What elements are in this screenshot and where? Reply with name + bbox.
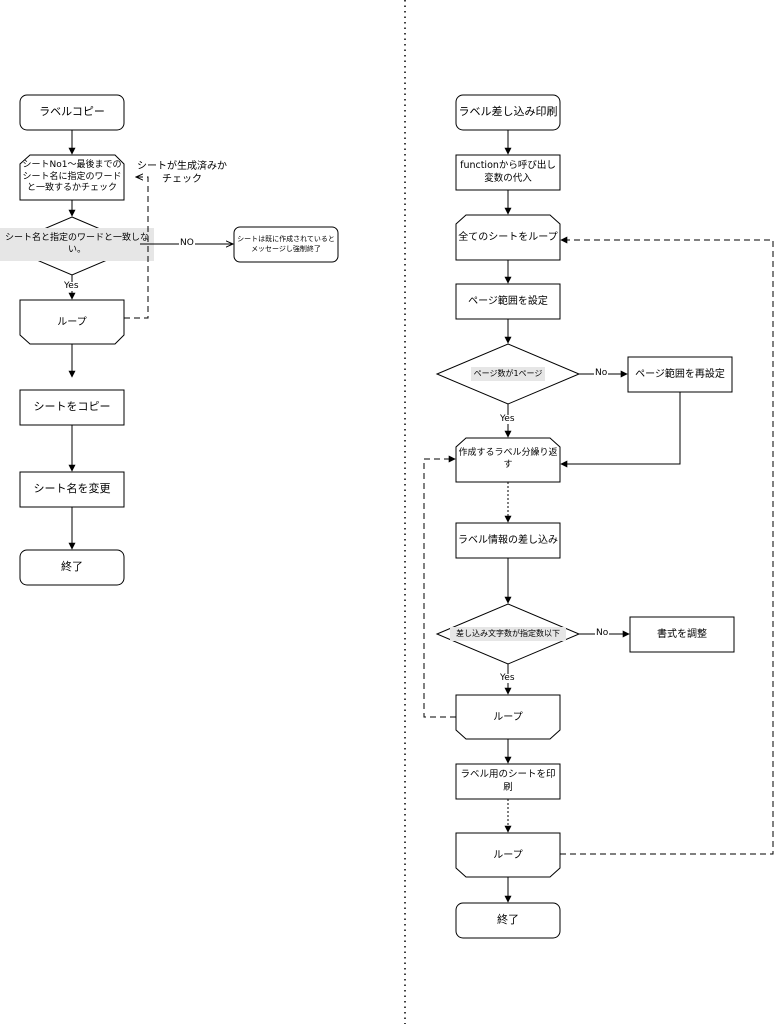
right-reset-range-label: ページ範囲を再設定 [635, 369, 725, 380]
right-no2-edge-label: No [595, 628, 610, 638]
left-decision-label: シート名と指定のワードと一致しない。 [4, 232, 149, 255]
left-side-note: シートが生成済みかチェック [137, 161, 227, 185]
right-loop-end2-label: ループ [493, 849, 523, 861]
right-print-node [455, 763, 561, 800]
right-loop-end1-node [455, 694, 561, 740]
edge-right-reset-merge [560, 392, 681, 468]
right-assign-node [455, 154, 561, 191]
right-insert-node [455, 522, 561, 559]
right-reset-range-node [627, 356, 733, 393]
right-loop-labels-label: 作成するラベル分繰り返す [458, 448, 558, 470]
right-loop-sheets-node [455, 214, 561, 261]
left-yes-edge-label: Yes [63, 281, 80, 291]
right-decision-chars-label: 差し込み文字数が指定数以下 [456, 628, 560, 638]
right-format-label: 書式を調整 [657, 629, 707, 640]
left-decision-highlight [0, 228, 154, 261]
right-end-node [455, 902, 561, 939]
right-yes1-edge-label: Yes [499, 414, 516, 424]
left-loop-end-label: ループ [57, 316, 87, 328]
right-end-label: 終了 [497, 913, 519, 927]
right-decision-pages-label: ページ数が1ページ [473, 368, 543, 378]
left-end-node [19, 549, 125, 586]
right-yes2-edge-label: Yes [499, 673, 516, 683]
left-loop-start-label: シートNo1～最後までのシート名に指定のワードと一致するかチェック [22, 159, 122, 194]
right-no1-edge-label: No [594, 368, 609, 378]
left-loop-start-node [19, 154, 125, 201]
left-no-edge-label: NO [179, 238, 195, 248]
right-loop-end2-node [455, 832, 561, 878]
left-no-box [233, 226, 339, 263]
right-insert-label: ラベル情報の差し込み [458, 535, 558, 546]
left-no-box-label: シートは既に作成されているとメッセージし強制終了 [237, 235, 335, 253]
edge-right-loop-back-outer [560, 236, 774, 855]
right-loop-end1-label: ループ [493, 711, 523, 723]
right-start-label: ラベル差し込み印刷 [458, 105, 558, 119]
right-page-range-label: ページ範囲を設定 [468, 296, 548, 307]
left-start-label: ラベルコピー [39, 105, 105, 119]
left-rename-node [19, 471, 125, 508]
right-page-range-node [455, 283, 561, 320]
right-decision-chars-highlight [450, 627, 566, 641]
right-print-label: ラベル用のシートを印刷 [460, 769, 556, 793]
right-assign-label: functionから呼び出し変数の代入 [460, 160, 556, 184]
right-format-node [629, 616, 735, 653]
right-loop-labels-node [455, 437, 561, 483]
left-loop-end-node [19, 299, 125, 345]
left-copy-node [19, 389, 125, 426]
left-rename-label: シート名を変更 [33, 482, 111, 496]
left-copy-label: シートをコピー [33, 400, 111, 414]
right-loop-sheets-label: 全てのシートをループ [458, 232, 558, 243]
left-end-label: 終了 [61, 560, 83, 574]
edge-left-loop-back [124, 177, 149, 319]
right-decision-pages-highlight [471, 367, 545, 381]
edge-right-loop-back-inner [423, 455, 456, 718]
